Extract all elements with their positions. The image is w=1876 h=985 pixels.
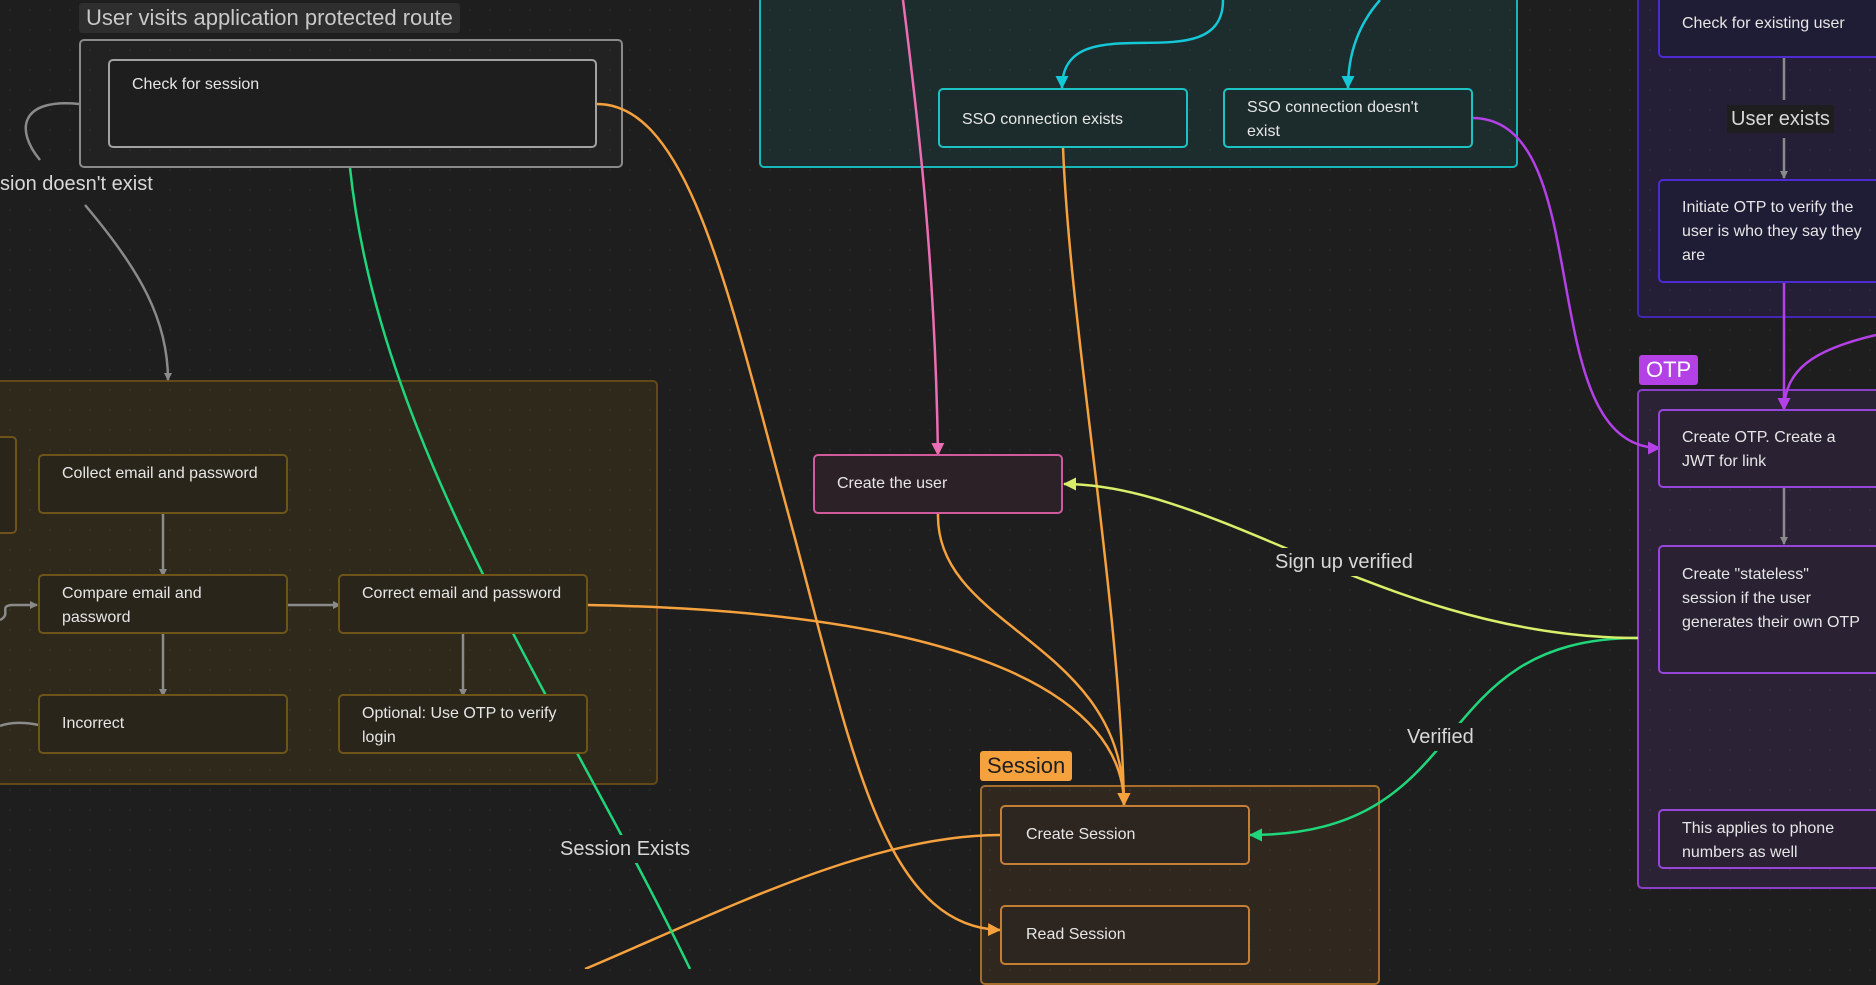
node-incorrect[interactable]: Incorrect — [38, 694, 288, 754]
node-sso-exists[interactable]: SSO connection exists — [938, 88, 1188, 148]
edge-label-sign-up-verified: Sign up verified — [1271, 548, 1417, 576]
edge-session-not-exist — [84, 204, 172, 381]
edge-label-session-not-exist: sion doesn't exist — [0, 170, 157, 198]
node-collect-email[interactable]: Collect email and password — [38, 454, 288, 514]
node-create-otp[interactable]: Create OTP. Create a JWT for link — [1658, 409, 1876, 488]
node-create-user[interactable]: Create the user — [813, 454, 1063, 514]
node-optional-otp[interactable]: Optional: Use OTP to verify login — [338, 694, 588, 754]
node-initiate-otp[interactable]: Initiate OTP to verify the user is who t… — [1658, 179, 1876, 283]
node-sso-not-exists[interactable]: SSO connection doesn't exist — [1223, 88, 1473, 148]
node-check-session[interactable]: Check for session — [108, 59, 597, 148]
edge-sso-exists-create-session — [1061, 146, 1131, 806]
edge-label-session-exists: Session Exists — [556, 835, 695, 863]
edge-label-verified: Verified — [1403, 723, 1478, 751]
node-stateless-session[interactable]: Create "stateless" session if the user g… — [1658, 545, 1876, 674]
group-label-otp: OTP — [1639, 355, 1699, 385]
node-read-session[interactable]: Read Session — [1000, 905, 1250, 965]
node-compare-email[interactable]: Compare email and password — [38, 574, 288, 634]
group-label-session: Session — [980, 751, 1073, 781]
node-check-existing-user[interactable]: Check for existing user — [1658, 0, 1876, 58]
group-label-user-visits: User visits application protected route — [79, 3, 460, 33]
node-phone-note[interactable]: This applies to phone numbers as well — [1658, 809, 1876, 869]
node-correct-email[interactable]: Correct email and password — [338, 574, 588, 634]
node-create-session[interactable]: Create Session — [1000, 805, 1250, 865]
edge-label-user-exists: User exists — [1727, 105, 1834, 133]
edge-session-loop — [24, 102, 80, 161]
offscreen-node[interactable] — [0, 436, 17, 534]
